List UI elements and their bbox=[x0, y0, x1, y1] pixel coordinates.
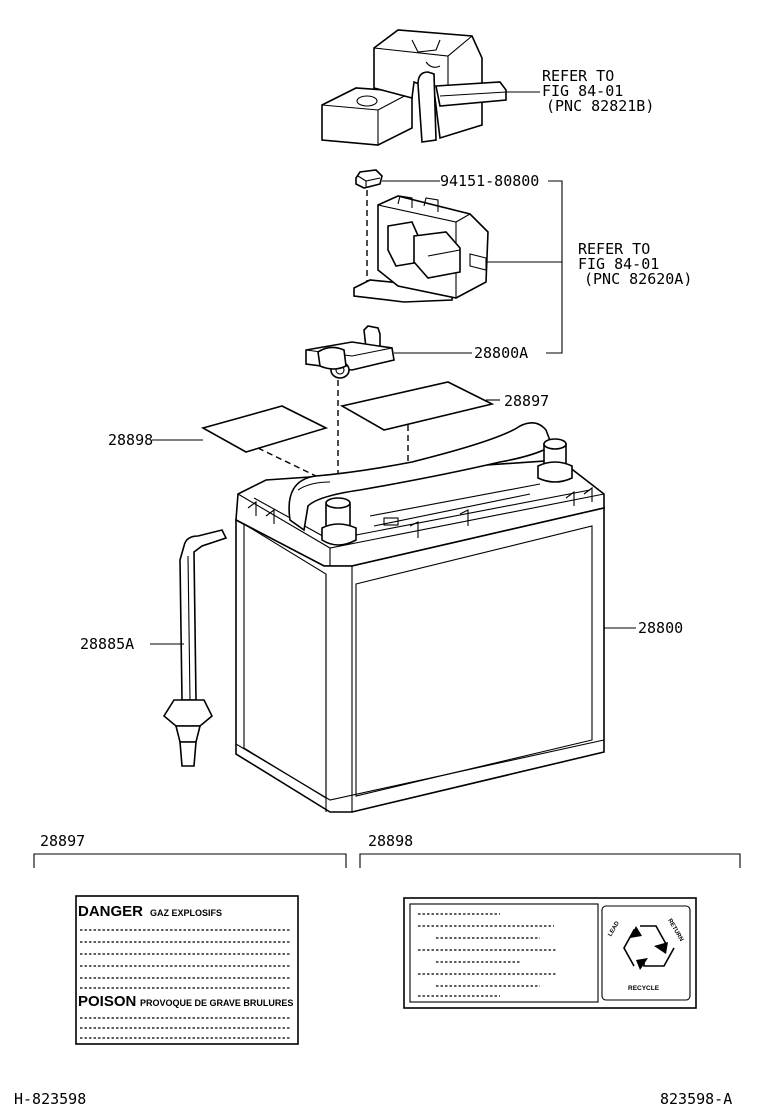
label-left-part-number: 28898 bbox=[108, 431, 153, 449]
detail-right-part-number: 28898 bbox=[368, 832, 413, 850]
poison-subheading: PROVOQUE DE GRAVE BRULURES bbox=[140, 998, 293, 1008]
label-right-part-number: 28897 bbox=[504, 392, 549, 410]
refer-block-line1: REFER TO bbox=[578, 240, 650, 258]
refer-relay-line1: REFER TO bbox=[542, 67, 614, 85]
refer-relay-line2: FIG 84-01 bbox=[542, 82, 623, 100]
relay-cover-drawing bbox=[321, 29, 540, 146]
vent-tube-drawing bbox=[150, 529, 228, 767]
label-sheets-drawing bbox=[152, 381, 500, 479]
refer-relay-line3: (PNC 82821B) bbox=[546, 97, 654, 115]
clamp-part-number: 28800A bbox=[474, 344, 528, 362]
footer-left-code: H-823598 bbox=[14, 1090, 86, 1108]
recycle-text: RECYCLE bbox=[628, 985, 660, 992]
danger-subheading: GAZ EXPLOSIFS bbox=[150, 908, 222, 918]
refer-block-line2: FIG 84-01 bbox=[578, 255, 659, 273]
terminal-clamp-drawing bbox=[305, 325, 472, 500]
recycle-label-drawing: LEAD RETURN RECYCLE bbox=[403, 897, 697, 1009]
fuse-block-drawing bbox=[353, 195, 562, 303]
danger-heading: DANGER bbox=[78, 903, 143, 920]
refer-block-line3: (PNC 82620A) bbox=[584, 270, 692, 288]
vent-tube-part-number: 28885A bbox=[80, 635, 134, 653]
bolt-drawing bbox=[355, 169, 440, 290]
danger-label-drawing: DANGER GAZ EXPLOSIFS POISON PROVOQUE DE … bbox=[75, 895, 299, 1045]
bolt-part-number: 94151-80800 bbox=[440, 172, 539, 190]
poison-heading: POISON bbox=[78, 993, 136, 1010]
detail-left-part-number: 28897 bbox=[40, 832, 85, 850]
battery-drawing bbox=[235, 422, 636, 813]
battery-part-number: 28800 bbox=[638, 619, 683, 637]
recycle-icon bbox=[623, 925, 675, 970]
footer-right-code: 823598-A bbox=[660, 1090, 732, 1108]
